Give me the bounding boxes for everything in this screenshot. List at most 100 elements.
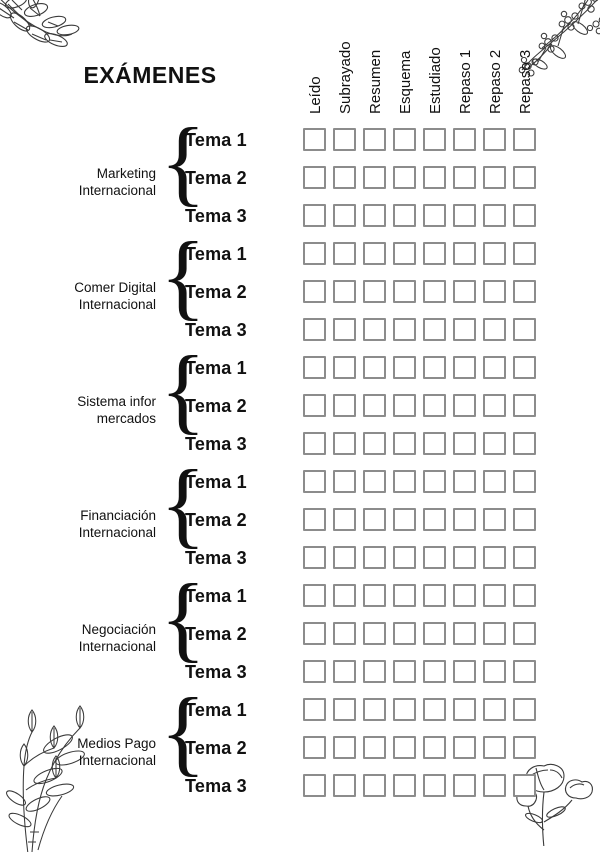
checkbox-estudiado[interactable]	[423, 660, 446, 683]
checkbox-repaso-1[interactable]	[453, 774, 476, 797]
checkbox-estudiado[interactable]	[423, 736, 446, 759]
checkbox-esquema[interactable]	[393, 432, 416, 455]
checkbox-le-do[interactable]	[303, 432, 326, 455]
checkbox-subrayado[interactable]	[333, 166, 356, 189]
checkbox-subrayado[interactable]	[333, 128, 356, 151]
checkbox-repaso-1[interactable]	[453, 204, 476, 227]
checkbox-resumen[interactable]	[363, 318, 386, 341]
checkbox-repaso-1[interactable]	[453, 128, 476, 151]
checkbox-resumen[interactable]	[363, 280, 386, 303]
checkbox-repaso-3[interactable]	[513, 698, 536, 721]
checkbox-resumen[interactable]	[363, 242, 386, 265]
checkbox-resumen[interactable]	[363, 698, 386, 721]
checkbox-resumen[interactable]	[363, 508, 386, 531]
checkbox-repaso-2[interactable]	[483, 166, 506, 189]
checkbox-resumen[interactable]	[363, 470, 386, 493]
checkbox-estudiado[interactable]	[423, 508, 446, 531]
checkbox-repaso-3[interactable]	[513, 128, 536, 151]
checkbox-subrayado[interactable]	[333, 280, 356, 303]
checkbox-repaso-2[interactable]	[483, 736, 506, 759]
checkbox-le-do[interactable]	[303, 546, 326, 569]
checkbox-esquema[interactable]	[393, 356, 416, 379]
checkbox-repaso-2[interactable]	[483, 280, 506, 303]
checkbox-resumen[interactable]	[363, 622, 386, 645]
checkbox-repaso-1[interactable]	[453, 622, 476, 645]
checkbox-repaso-1[interactable]	[453, 318, 476, 341]
checkbox-subrayado[interactable]	[333, 432, 356, 455]
checkbox-repaso-1[interactable]	[453, 280, 476, 303]
checkbox-subrayado[interactable]	[333, 470, 356, 493]
checkbox-le-do[interactable]	[303, 622, 326, 645]
checkbox-repaso-2[interactable]	[483, 584, 506, 607]
checkbox-repaso-3[interactable]	[513, 736, 536, 759]
checkbox-repaso-3[interactable]	[513, 280, 536, 303]
checkbox-estudiado[interactable]	[423, 128, 446, 151]
checkbox-subrayado[interactable]	[333, 508, 356, 531]
checkbox-le-do[interactable]	[303, 394, 326, 417]
checkbox-subrayado[interactable]	[333, 318, 356, 341]
checkbox-resumen[interactable]	[363, 394, 386, 417]
checkbox-estudiado[interactable]	[423, 356, 446, 379]
checkbox-repaso-3[interactable]	[513, 394, 536, 417]
checkbox-estudiado[interactable]	[423, 622, 446, 645]
checkbox-le-do[interactable]	[303, 584, 326, 607]
checkbox-resumen[interactable]	[363, 166, 386, 189]
checkbox-esquema[interactable]	[393, 242, 416, 265]
checkbox-esquema[interactable]	[393, 128, 416, 151]
checkbox-repaso-3[interactable]	[513, 660, 536, 683]
checkbox-subrayado[interactable]	[333, 394, 356, 417]
checkbox-repaso-1[interactable]	[453, 736, 476, 759]
checkbox-esquema[interactable]	[393, 698, 416, 721]
checkbox-repaso-3[interactable]	[513, 356, 536, 379]
checkbox-repaso-2[interactable]	[483, 204, 506, 227]
checkbox-repaso-2[interactable]	[483, 394, 506, 417]
checkbox-le-do[interactable]	[303, 280, 326, 303]
checkbox-esquema[interactable]	[393, 394, 416, 417]
checkbox-repaso-3[interactable]	[513, 318, 536, 341]
checkbox-estudiado[interactable]	[423, 470, 446, 493]
checkbox-subrayado[interactable]	[333, 546, 356, 569]
checkbox-estudiado[interactable]	[423, 318, 446, 341]
checkbox-esquema[interactable]	[393, 584, 416, 607]
checkbox-resumen[interactable]	[363, 356, 386, 379]
checkbox-repaso-1[interactable]	[453, 660, 476, 683]
checkbox-repaso-2[interactable]	[483, 242, 506, 265]
checkbox-estudiado[interactable]	[423, 774, 446, 797]
checkbox-subrayado[interactable]	[333, 774, 356, 797]
checkbox-repaso-2[interactable]	[483, 774, 506, 797]
checkbox-esquema[interactable]	[393, 204, 416, 227]
checkbox-le-do[interactable]	[303, 318, 326, 341]
checkbox-le-do[interactable]	[303, 736, 326, 759]
checkbox-repaso-3[interactable]	[513, 508, 536, 531]
checkbox-estudiado[interactable]	[423, 698, 446, 721]
checkbox-repaso-3[interactable]	[513, 166, 536, 189]
checkbox-repaso-3[interactable]	[513, 242, 536, 265]
checkbox-resumen[interactable]	[363, 660, 386, 683]
checkbox-resumen[interactable]	[363, 546, 386, 569]
checkbox-esquema[interactable]	[393, 546, 416, 569]
checkbox-repaso-2[interactable]	[483, 432, 506, 455]
checkbox-repaso-3[interactable]	[513, 774, 536, 797]
checkbox-le-do[interactable]	[303, 660, 326, 683]
checkbox-repaso-1[interactable]	[453, 584, 476, 607]
checkbox-repaso-2[interactable]	[483, 318, 506, 341]
checkbox-repaso-2[interactable]	[483, 622, 506, 645]
checkbox-repaso-3[interactable]	[513, 204, 536, 227]
checkbox-le-do[interactable]	[303, 128, 326, 151]
checkbox-le-do[interactable]	[303, 166, 326, 189]
checkbox-repaso-1[interactable]	[453, 432, 476, 455]
checkbox-resumen[interactable]	[363, 736, 386, 759]
checkbox-le-do[interactable]	[303, 698, 326, 721]
checkbox-subrayado[interactable]	[333, 242, 356, 265]
checkbox-repaso-3[interactable]	[513, 432, 536, 455]
checkbox-repaso-3[interactable]	[513, 470, 536, 493]
checkbox-resumen[interactable]	[363, 128, 386, 151]
checkbox-le-do[interactable]	[303, 242, 326, 265]
checkbox-le-do[interactable]	[303, 356, 326, 379]
checkbox-subrayado[interactable]	[333, 660, 356, 683]
checkbox-repaso-1[interactable]	[453, 242, 476, 265]
checkbox-esquema[interactable]	[393, 280, 416, 303]
checkbox-resumen[interactable]	[363, 774, 386, 797]
checkbox-repaso-3[interactable]	[513, 584, 536, 607]
checkbox-repaso-2[interactable]	[483, 470, 506, 493]
